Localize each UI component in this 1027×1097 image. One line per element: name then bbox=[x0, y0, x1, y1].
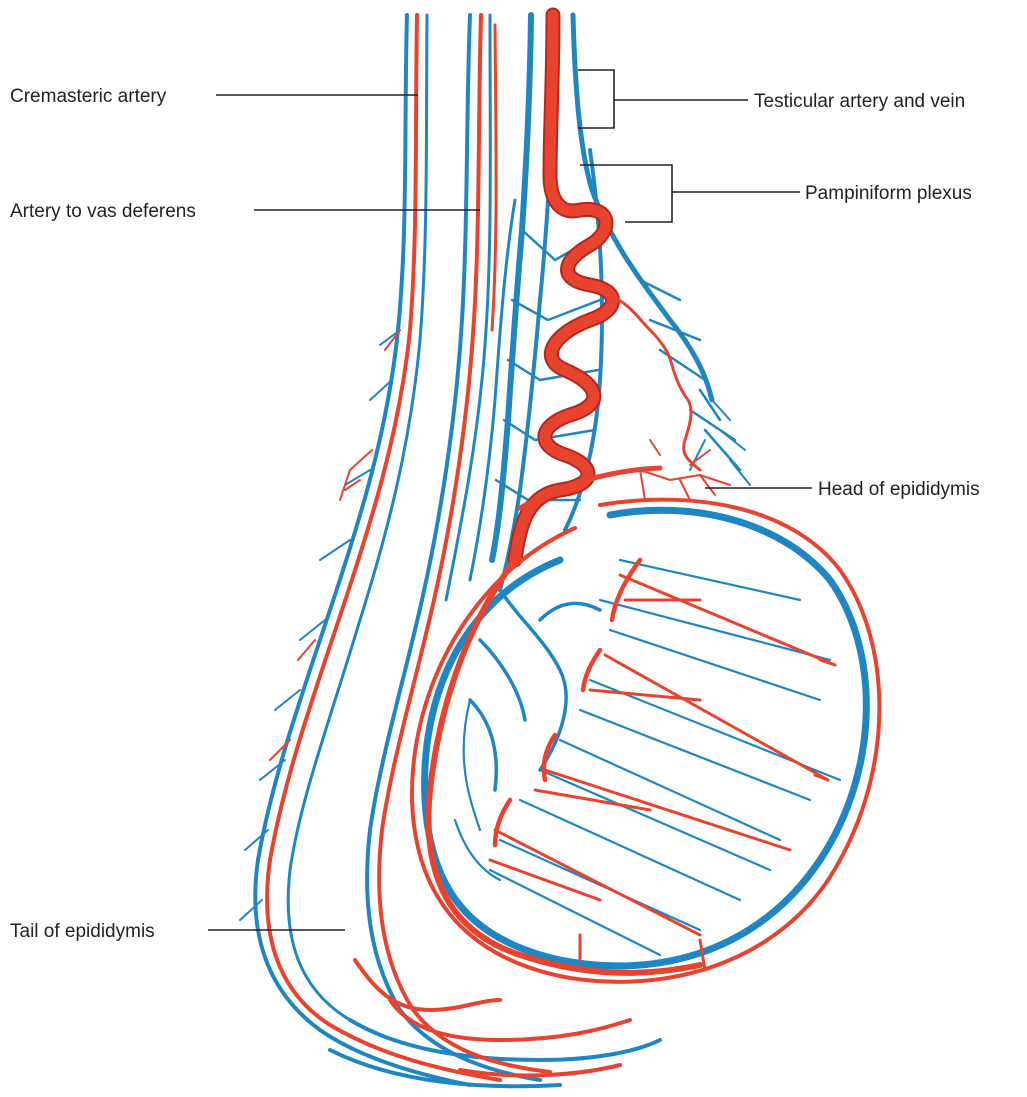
pampiniform-vein-1 bbox=[492, 15, 531, 560]
head-vein-twigs bbox=[690, 400, 750, 485]
testis-capsule-artery bbox=[412, 500, 879, 982]
testicular-artery-and-vein-label: Testicular artery and vein bbox=[754, 91, 965, 112]
epididymis-vein-network bbox=[470, 590, 600, 790]
pampiniform-plexus-label: Pampiniform plexus bbox=[805, 183, 972, 204]
tail-of-epididymis-label: Tail of epididymis bbox=[10, 921, 155, 942]
cremasteric-artery-label: Cremasteric artery bbox=[10, 86, 167, 107]
testis-inner-veins bbox=[455, 560, 840, 955]
testicular-artery-bracket bbox=[578, 70, 614, 128]
artery-to-vas-deferens-label: Artery to vas deferens bbox=[10, 201, 196, 222]
arteries bbox=[267, 15, 879, 1080]
bottom-vein-loops bbox=[330, 1020, 660, 1086]
head-of-epididymis-label: Head of epididymis bbox=[818, 479, 980, 500]
artery-to-vas-deferens-2 bbox=[492, 25, 496, 330]
